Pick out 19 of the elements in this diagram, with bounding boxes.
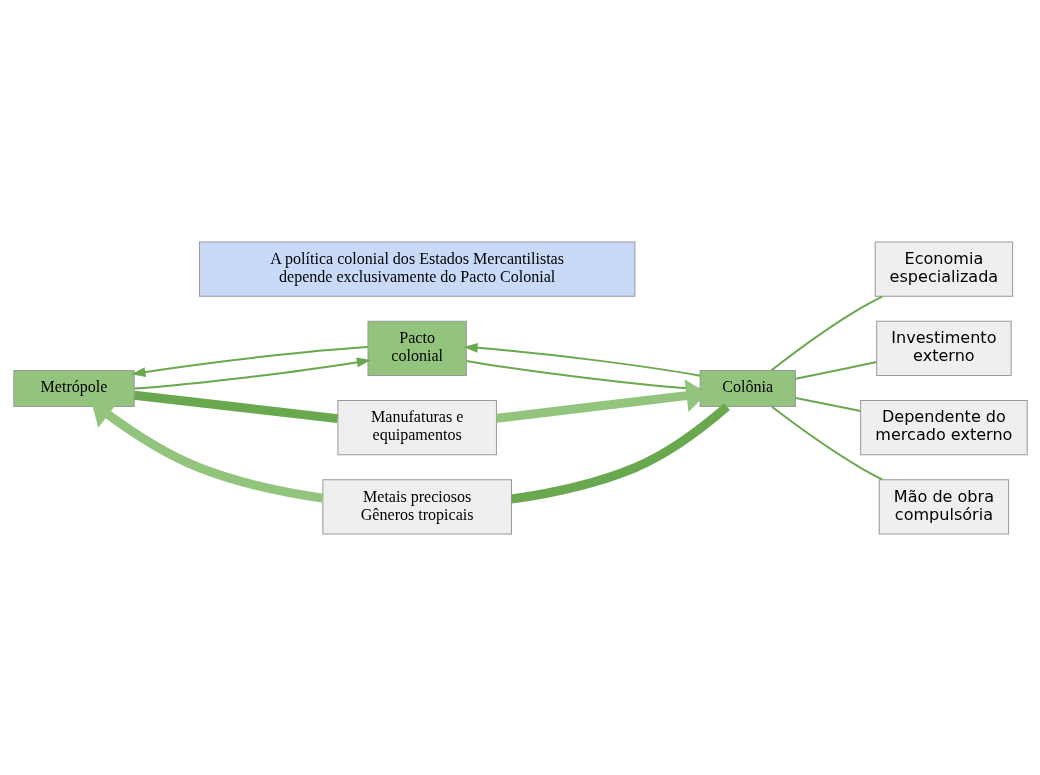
node-box: Investimento externo [875,320,1012,376]
node-box: Colônia [699,369,796,407]
node-box: Manufaturas e equipamentos [336,399,497,455]
connector [510,402,730,504]
node-box: Dependente do mercado externo [859,399,1028,455]
node-box: Pacto colonial [367,320,467,376]
connector [770,294,883,371]
node-box: Metais preciosos Gêneros tropicais [321,478,512,534]
node-box: Metrópole [12,369,135,407]
node-box: Mão de obra compulsória [878,478,1009,534]
arrow [133,357,371,390]
connector [795,360,877,380]
connector [133,390,338,423]
connector [770,405,883,481]
connector [795,396,861,412]
node-box: Economia especializada [874,241,1013,297]
node-box: A política colonial dos Estados Mercantilistas depende exclusivamente do Pacto Colonial [198,241,635,297]
arrow [130,345,368,377]
arrow [463,342,700,377]
